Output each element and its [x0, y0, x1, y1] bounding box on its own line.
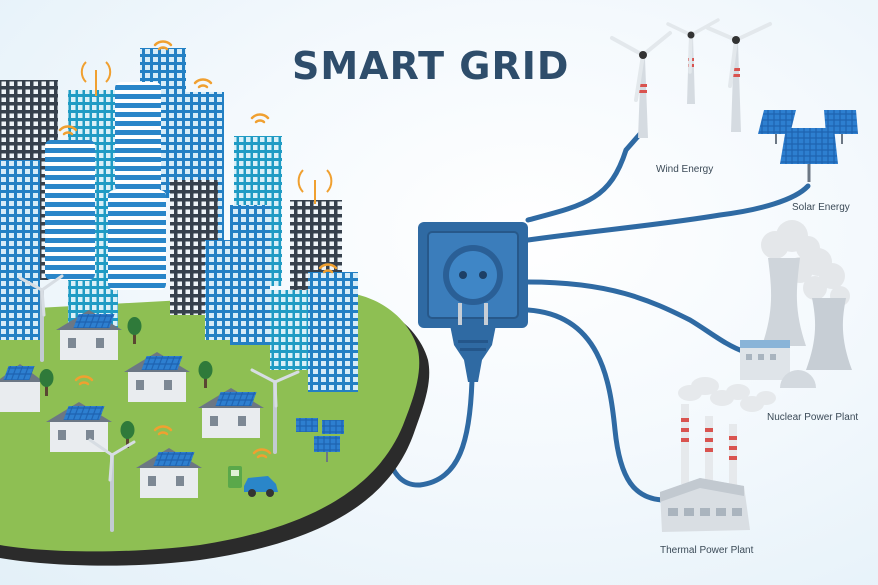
- wifi-icon: [74, 375, 94, 386]
- power-socket-icon: [418, 222, 528, 328]
- label-wind-energy: Wind Energy: [656, 164, 714, 175]
- cooling-tower: [806, 298, 852, 370]
- thermal-plant-icon: [660, 377, 776, 532]
- building: [115, 82, 161, 192]
- building: [108, 190, 166, 290]
- smoke: [678, 377, 776, 412]
- trees: [39, 317, 213, 448]
- wifi-icon: [318, 263, 338, 274]
- cable-solar: [525, 183, 811, 243]
- wifi-icon: [58, 125, 78, 136]
- wifi-icon: [153, 425, 173, 436]
- chimneys: [681, 404, 737, 488]
- house-icon: [136, 448, 202, 498]
- wifi-icon: [153, 40, 173, 51]
- building: [270, 290, 310, 370]
- wind-turbine: [706, 22, 772, 132]
- cable-thermal: [525, 307, 665, 503]
- houses: [0, 310, 264, 498]
- antenna-icons: [80, 61, 333, 204]
- tree-icon: [127, 317, 142, 344]
- solar-panel-icon: [758, 110, 858, 182]
- electric-car-icon: [244, 476, 278, 497]
- wifi-icons: [58, 40, 338, 459]
- city-wind-turbines: [18, 274, 300, 532]
- nuclear-plant-icon: [740, 220, 852, 388]
- building: [230, 205, 270, 345]
- building: [308, 272, 358, 392]
- tree-icon: [120, 421, 135, 448]
- page-title: SMART GRID: [292, 44, 570, 88]
- wifi-icon: [193, 78, 213, 89]
- wind-turbine-icon: [610, 18, 772, 138]
- tree-icon: [39, 369, 54, 396]
- cable-nuclear: [525, 279, 748, 355]
- smart-city: [0, 40, 430, 566]
- power-cables: [385, 131, 811, 503]
- house-icon: [198, 388, 264, 438]
- cooling-tower: [762, 258, 806, 346]
- reactor-dome: [780, 370, 816, 388]
- electric-plug-icon: [450, 303, 496, 382]
- building: [45, 140, 95, 280]
- city-solar-panels: [296, 418, 344, 462]
- wifi-icon: [250, 113, 270, 124]
- house-icon: [56, 310, 122, 360]
- label-thermal-power-plant: Thermal Power Plant: [660, 545, 754, 556]
- label-nuclear-power-plant: Nuclear Power Plant: [767, 412, 859, 423]
- house-icon: [0, 364, 44, 412]
- label-solar-energy: Solar Energy: [792, 202, 850, 213]
- wind-turbine: [666, 18, 720, 104]
- cable-plug: [385, 377, 475, 488]
- house-icon: [46, 402, 112, 452]
- cable-wind: [525, 131, 643, 223]
- tree-icon: [198, 361, 213, 388]
- house-icon: [124, 352, 190, 402]
- wind-turbine: [610, 31, 672, 138]
- building: [0, 160, 40, 340]
- wifi-icon: [252, 448, 272, 459]
- charging-station-icon: [228, 466, 242, 488]
